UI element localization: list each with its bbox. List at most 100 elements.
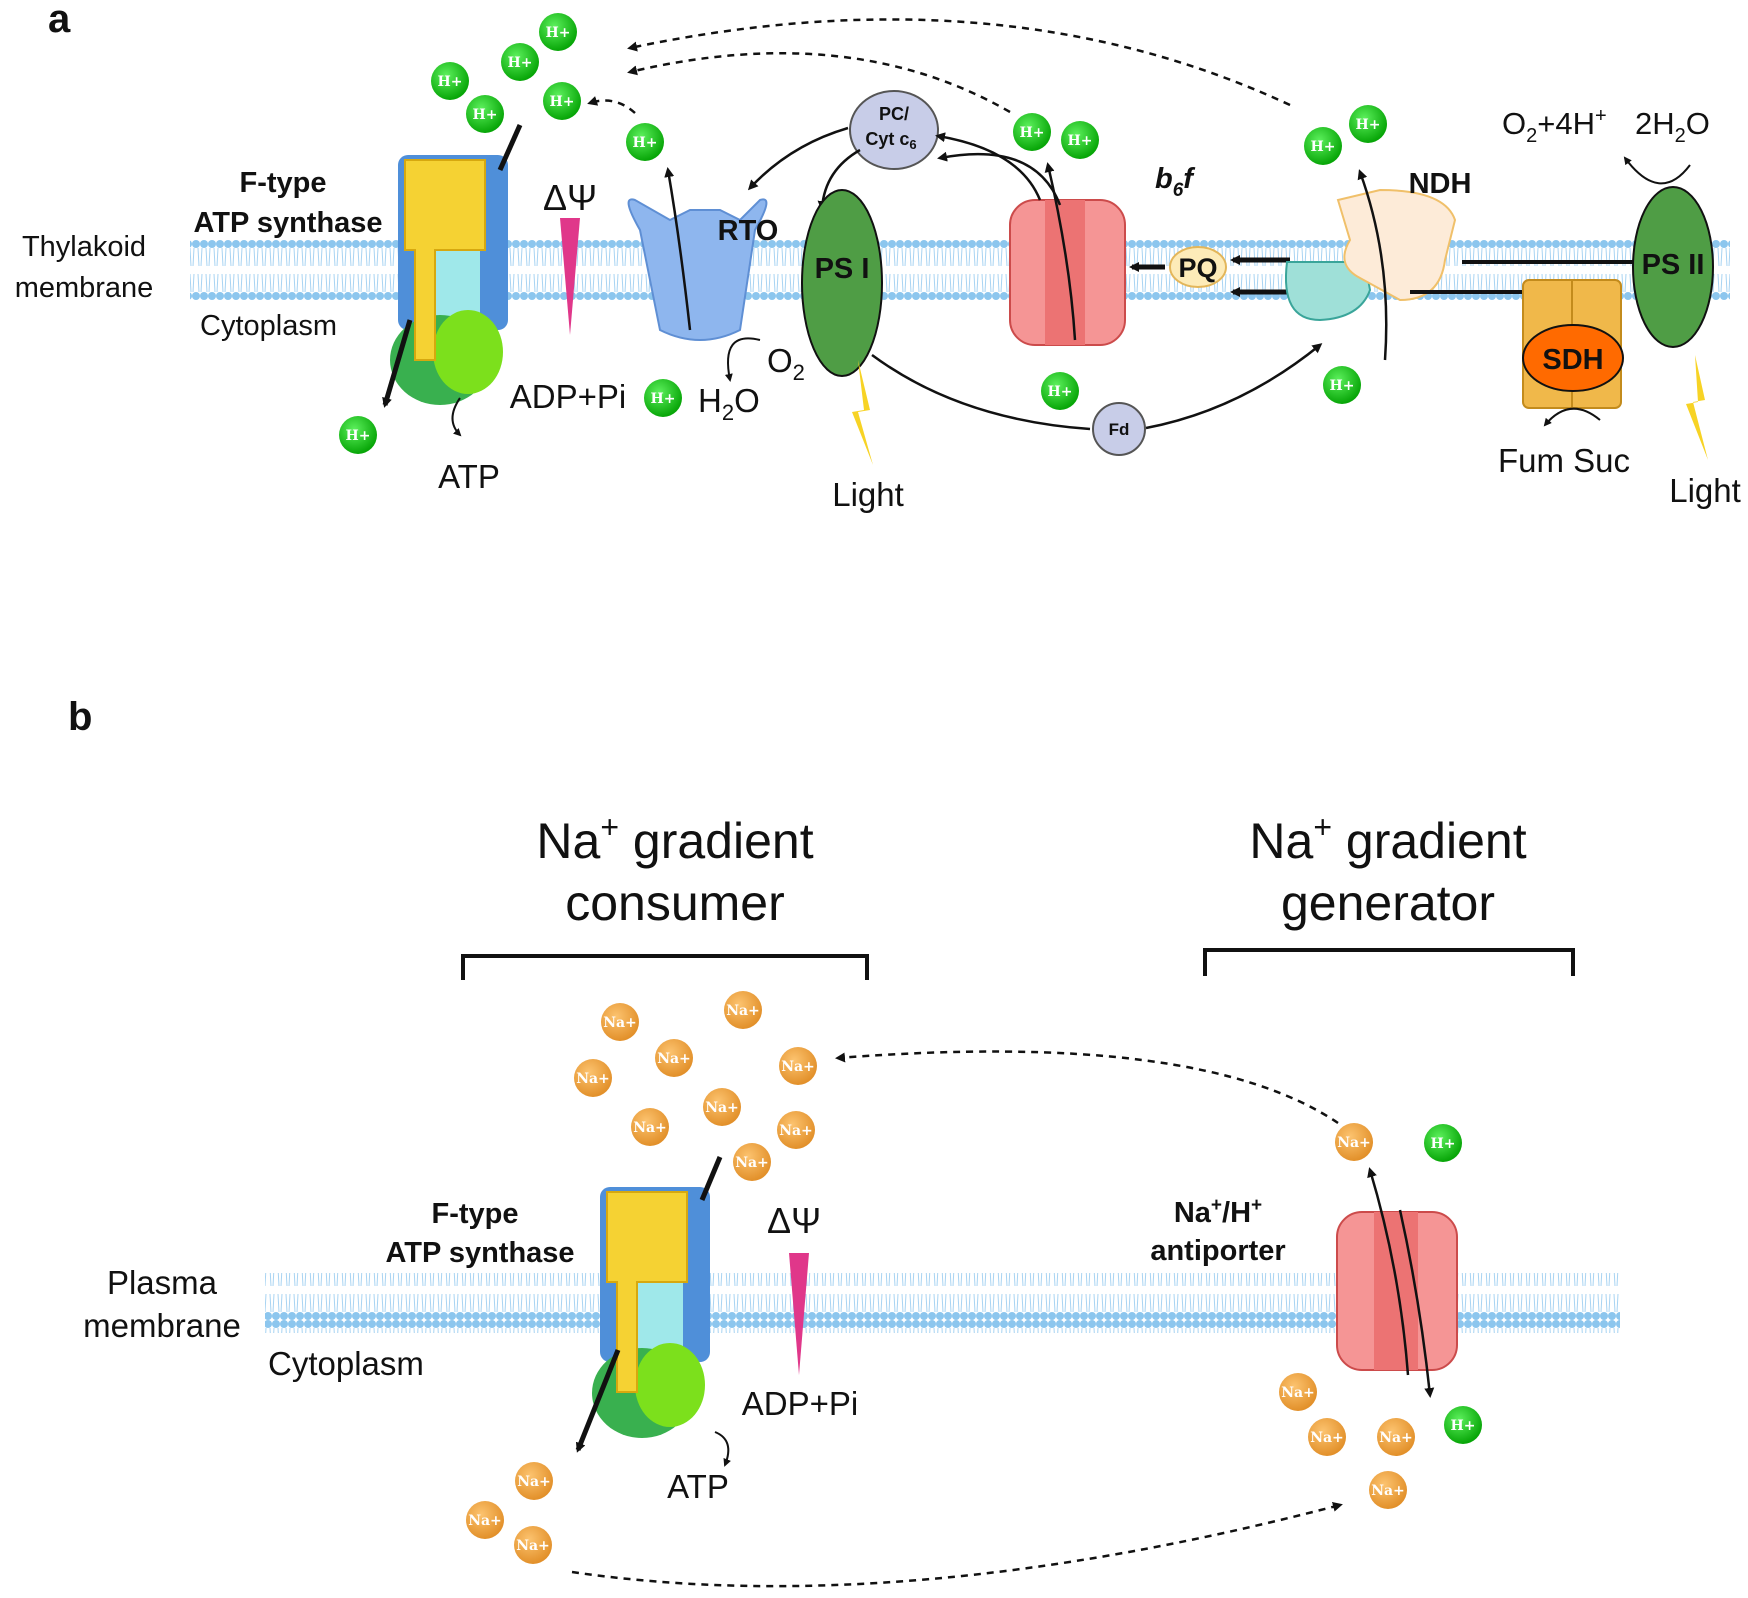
adp-pi-a: ADP+Pi	[510, 378, 626, 415]
atp-f1-core-a	[433, 310, 503, 394]
proton-a-11-circle	[1061, 121, 1099, 159]
sdh-core	[1522, 324, 1624, 392]
pq-label: PQ	[1178, 253, 1217, 283]
rto-proton-return-arrow	[587, 96, 636, 114]
atp-synthase-label-b-1: F-type	[432, 1198, 519, 1230]
sodium-b-3-label: Na+	[657, 1051, 691, 1067]
generator-bracket	[1203, 948, 1575, 976]
ps1-label: PS I	[815, 253, 870, 285]
atp-formation-arrow-a	[451, 397, 462, 437]
sodium-b-12: Na+	[514, 1526, 552, 1564]
water-splitting-arrow	[1623, 156, 1691, 185]
o2-4h-label: O2+4H+	[1502, 105, 1607, 147]
delta-psi-wedge-b	[789, 1253, 809, 1375]
atp-a: ATP	[438, 458, 500, 495]
proton-a-6-label: H+	[633, 135, 658, 151]
b6f-complex	[935, 132, 1126, 346]
ndh-label: NDH	[1409, 168, 1472, 200]
rto-proton-arrow	[664, 167, 692, 331]
rto-label: RTO	[718, 215, 779, 247]
sodium-b-4-label: Na+	[576, 1071, 610, 1087]
ndh-membrane-arm	[1285, 261, 1372, 322]
sodium-b-13: Na+	[1335, 1123, 1373, 1161]
sodium-b-2-label: Na+	[726, 1003, 760, 1019]
antiporter-proton-arrow	[1398, 1209, 1435, 1398]
sodium-b-7-circle	[631, 1108, 669, 1146]
sodium-b-3-circle	[655, 1039, 693, 1077]
sodium-b-1-circle	[601, 1003, 639, 1041]
atp-formation-arrow-b	[714, 1431, 731, 1467]
sodium-b-14-circle	[1279, 1373, 1317, 1411]
atp-b: ATP	[667, 1468, 729, 1505]
fd-label: Fd	[1109, 420, 1130, 439]
atp-proton-flow-arrow-a	[382, 319, 413, 408]
sodium-cycle-arrow	[571, 1501, 1343, 1588]
b6f-to-pc-arrow-2	[937, 151, 1062, 206]
antiporter-core	[1374, 1212, 1418, 1370]
sodium-b-11-circle	[466, 1501, 504, 1539]
fd	[1092, 402, 1146, 456]
sodium-b-1-label: Na+	[603, 1015, 637, 1031]
proton-a-14: H+	[1323, 366, 1361, 404]
two-h2o-label: 2H2O	[1635, 106, 1710, 147]
proton-a-14-label: H+	[1330, 378, 1355, 394]
atp-rotor-stub-b	[699, 1156, 723, 1201]
fum-suc-arrow	[1543, 407, 1601, 427]
proton-b-2-label: H+	[1451, 1418, 1476, 1434]
sodium-b-10-label: Na+	[517, 1474, 551, 1490]
sodium-b-6-circle	[703, 1088, 741, 1126]
sodium-b-7: Na+	[631, 1108, 669, 1146]
atp-yellow-subunit-b	[606, 1191, 688, 1393]
ion-group-b: Na+Na+Na+Na+Na+Na+Na+Na+Na+Na+Na+Na+Na+N…	[466, 991, 1482, 1564]
generator-title-2: generator	[1281, 875, 1495, 931]
proton-b-1-circle	[1424, 1124, 1462, 1162]
atp-f1-core-b	[635, 1343, 705, 1427]
ps1	[801, 189, 883, 377]
sodium-b-8-circle	[777, 1111, 815, 1149]
proton-b-1: H+	[1424, 1124, 1462, 1162]
proton-a-12: H+	[1304, 127, 1342, 165]
o2-rto: O2	[767, 342, 805, 385]
sodium-b-6-label: Na+	[705, 1100, 739, 1116]
sodium-b-15-label: Na+	[1310, 1430, 1344, 1446]
proton-group-a: H+H+H+H+H+H+H+H+H+H+H+H+H+H+	[339, 13, 1387, 454]
panel-a-label: a	[48, 0, 71, 41]
proton-a-5-circle	[543, 82, 581, 120]
b6f-core	[1045, 200, 1085, 345]
atp-rotor-stub-a	[497, 123, 523, 172]
proton-a-4: H+	[466, 95, 504, 133]
ndh-proton-return-arrow	[627, 18, 1291, 107]
sodium-b-13-label: Na+	[1337, 1135, 1371, 1151]
sodium-b-17: Na+	[1369, 1471, 1407, 1509]
proton-a-1-circle	[539, 13, 577, 51]
proton-a-9-label: H+	[1048, 384, 1073, 400]
na-h-antiporter	[1336, 1167, 1458, 1398]
sodium-b-13-circle	[1335, 1123, 1373, 1161]
sodium-b-2-circle	[724, 991, 762, 1029]
proton-a-11: H+	[1061, 121, 1099, 159]
atp-synthase-a	[382, 123, 523, 408]
adp-pi-b: ADP+Pi	[742, 1385, 858, 1422]
proton-a-7-circle	[339, 416, 377, 454]
sodium-b-16-circle	[1377, 1418, 1415, 1456]
consumer-title-2: consumer	[565, 875, 785, 931]
sodium-b-6: Na+	[703, 1088, 741, 1126]
sodium-b-14: Na+	[1279, 1373, 1317, 1411]
ndh-peripheral-arm	[1336, 188, 1457, 302]
proton-a-2-circle	[501, 43, 539, 81]
proton-a-1-label: H+	[546, 25, 571, 41]
ndh-proton-arrow	[1357, 169, 1388, 361]
consumer-bracket	[461, 954, 869, 980]
light-label-ps2: Light	[1669, 472, 1741, 509]
panel-b: b Na+ gradient consumer Na+ gradient gen…	[68, 695, 1620, 1588]
sodium-b-9-circle	[733, 1143, 771, 1181]
proton-a-9: H+	[1041, 372, 1079, 410]
ps2	[1632, 186, 1714, 348]
proton-a-7-label: H+	[346, 428, 371, 444]
pc-to-rto-arrow	[747, 126, 849, 191]
proton-a-7: H+	[339, 416, 377, 454]
thylakoid-label-2: membrane	[15, 272, 154, 304]
sodium-b-17-label: Na+	[1371, 1483, 1405, 1499]
sodium-b-14-label: Na+	[1281, 1385, 1315, 1401]
